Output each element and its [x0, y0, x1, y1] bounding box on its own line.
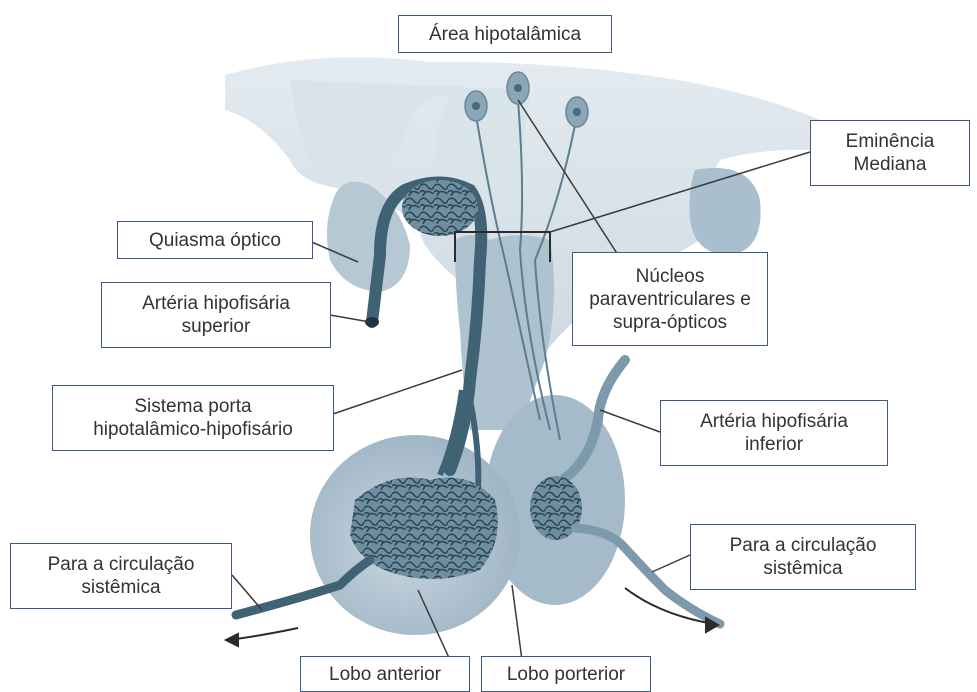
label-eminencia-mediana: Eminência Mediana	[810, 120, 970, 186]
label-quiasma-optico: Quiasma óptico	[117, 221, 313, 259]
label-circulacao-direita-line2: sistêmica	[691, 557, 915, 580]
label-arteria-superior-line2: superior	[102, 315, 330, 338]
label-arteria-inferior-line2: inferior	[661, 433, 887, 456]
label-arteria-hipofisaria-inferior: Artéria hipofisária inferior	[660, 400, 888, 466]
label-area-hipotalamica-line1: Área hipotalâmica	[399, 23, 611, 46]
label-arteria-hipofisaria-superior: Artéria hipofisária superior	[101, 282, 331, 348]
label-nucleos-line1: Núcleos	[573, 265, 767, 288]
label-lobo-posterior: Lobo porterior	[481, 656, 651, 692]
label-eminencia-mediana-line2: Mediana	[811, 153, 969, 176]
label-lobo-posterior-line1: Lobo porterior	[482, 663, 650, 686]
label-nucleos-line2: paraventriculares e	[573, 288, 767, 311]
label-sistema-porta-line2: hipotalâmico-hipofisário	[53, 418, 333, 441]
label-quiasma-optico-line1: Quiasma óptico	[118, 229, 312, 252]
label-circulacao-esquerda-line2: sistêmica	[11, 576, 231, 599]
label-arteria-inferior-line1: Artéria hipofisária	[661, 410, 887, 433]
label-arteria-superior-line1: Artéria hipofisária	[102, 292, 330, 315]
label-sistema-porta-line1: Sistema porta	[53, 395, 333, 418]
label-lobo-anterior: Lobo anterior	[300, 656, 470, 692]
label-nucleos-line3: supra-ópticos	[573, 311, 767, 334]
label-circulacao-esquerda-line1: Para a circulação	[11, 553, 231, 576]
left-flow-arrow	[226, 628, 298, 646]
label-nucleos: Núcleos paraventriculares e supra-óptico…	[572, 252, 768, 346]
label-circulacao-esquerda: Para a circulação sistêmica	[10, 543, 232, 609]
label-lobo-anterior-line1: Lobo anterior	[301, 663, 469, 686]
mammillary-body	[690, 168, 761, 255]
label-eminencia-mediana-line1: Eminência	[811, 130, 969, 153]
label-circulacao-direita-line1: Para a circulação	[691, 534, 915, 557]
label-sistema-porta: Sistema porta hipotalâmico-hipofisário	[52, 385, 334, 451]
label-circulacao-direita: Para a circulação sistêmica	[690, 524, 916, 590]
primary-capillary-plexus	[402, 180, 478, 236]
label-area-hipotalamica: Área hipotalâmica	[398, 15, 612, 53]
